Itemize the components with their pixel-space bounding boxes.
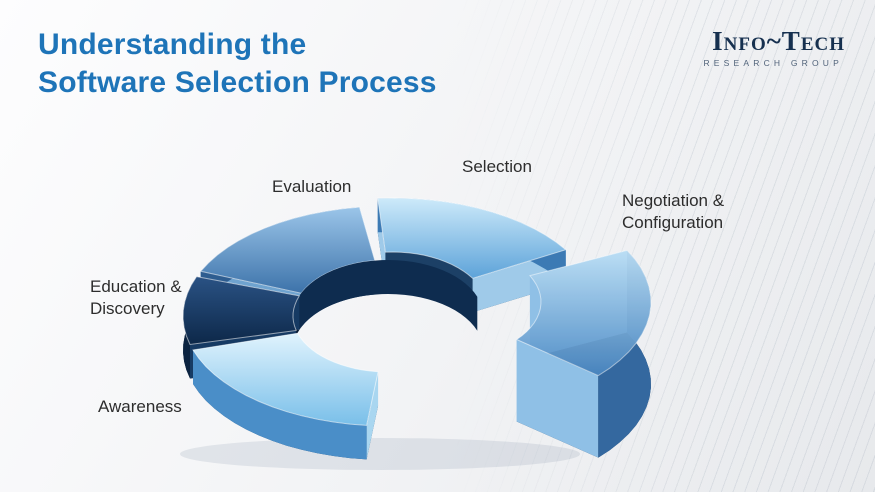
segment-awareness-top xyxy=(192,332,379,426)
stage-label-awareness: Awareness xyxy=(98,397,182,416)
donut-shadow xyxy=(180,438,580,470)
infotech-logo-wordmark: Info~Tech xyxy=(712,26,845,56)
stage-label-evaluation: Evaluation xyxy=(272,177,352,196)
segment-selection-top xyxy=(377,197,567,279)
stage-label-negotiation-configuration: Negotiation & Configuration xyxy=(622,191,725,233)
infotech-logo: Info~Tech RESEARCH GROUP xyxy=(703,26,845,69)
segment-negotiation-configuration-top xyxy=(515,249,652,377)
segment-negotiation-configuration-end-cap xyxy=(516,339,599,458)
stage-label-selection: Selection xyxy=(462,157,532,176)
infotech-logo-subtitle: RESEARCH GROUP xyxy=(703,58,843,68)
segment-education-discovery-top xyxy=(182,276,301,346)
segment-awareness-wall xyxy=(193,350,367,460)
slide-title: Understanding the Software Selection Pro… xyxy=(38,26,437,103)
slide-title-line2: Software Selection Process xyxy=(38,66,437,100)
stage-label-education-discovery: Education & Discovery xyxy=(90,277,182,319)
segment-awareness-start-cap xyxy=(366,371,379,460)
donut-inner-wall xyxy=(298,260,478,331)
slide-title-line1: Understanding the xyxy=(38,28,307,61)
